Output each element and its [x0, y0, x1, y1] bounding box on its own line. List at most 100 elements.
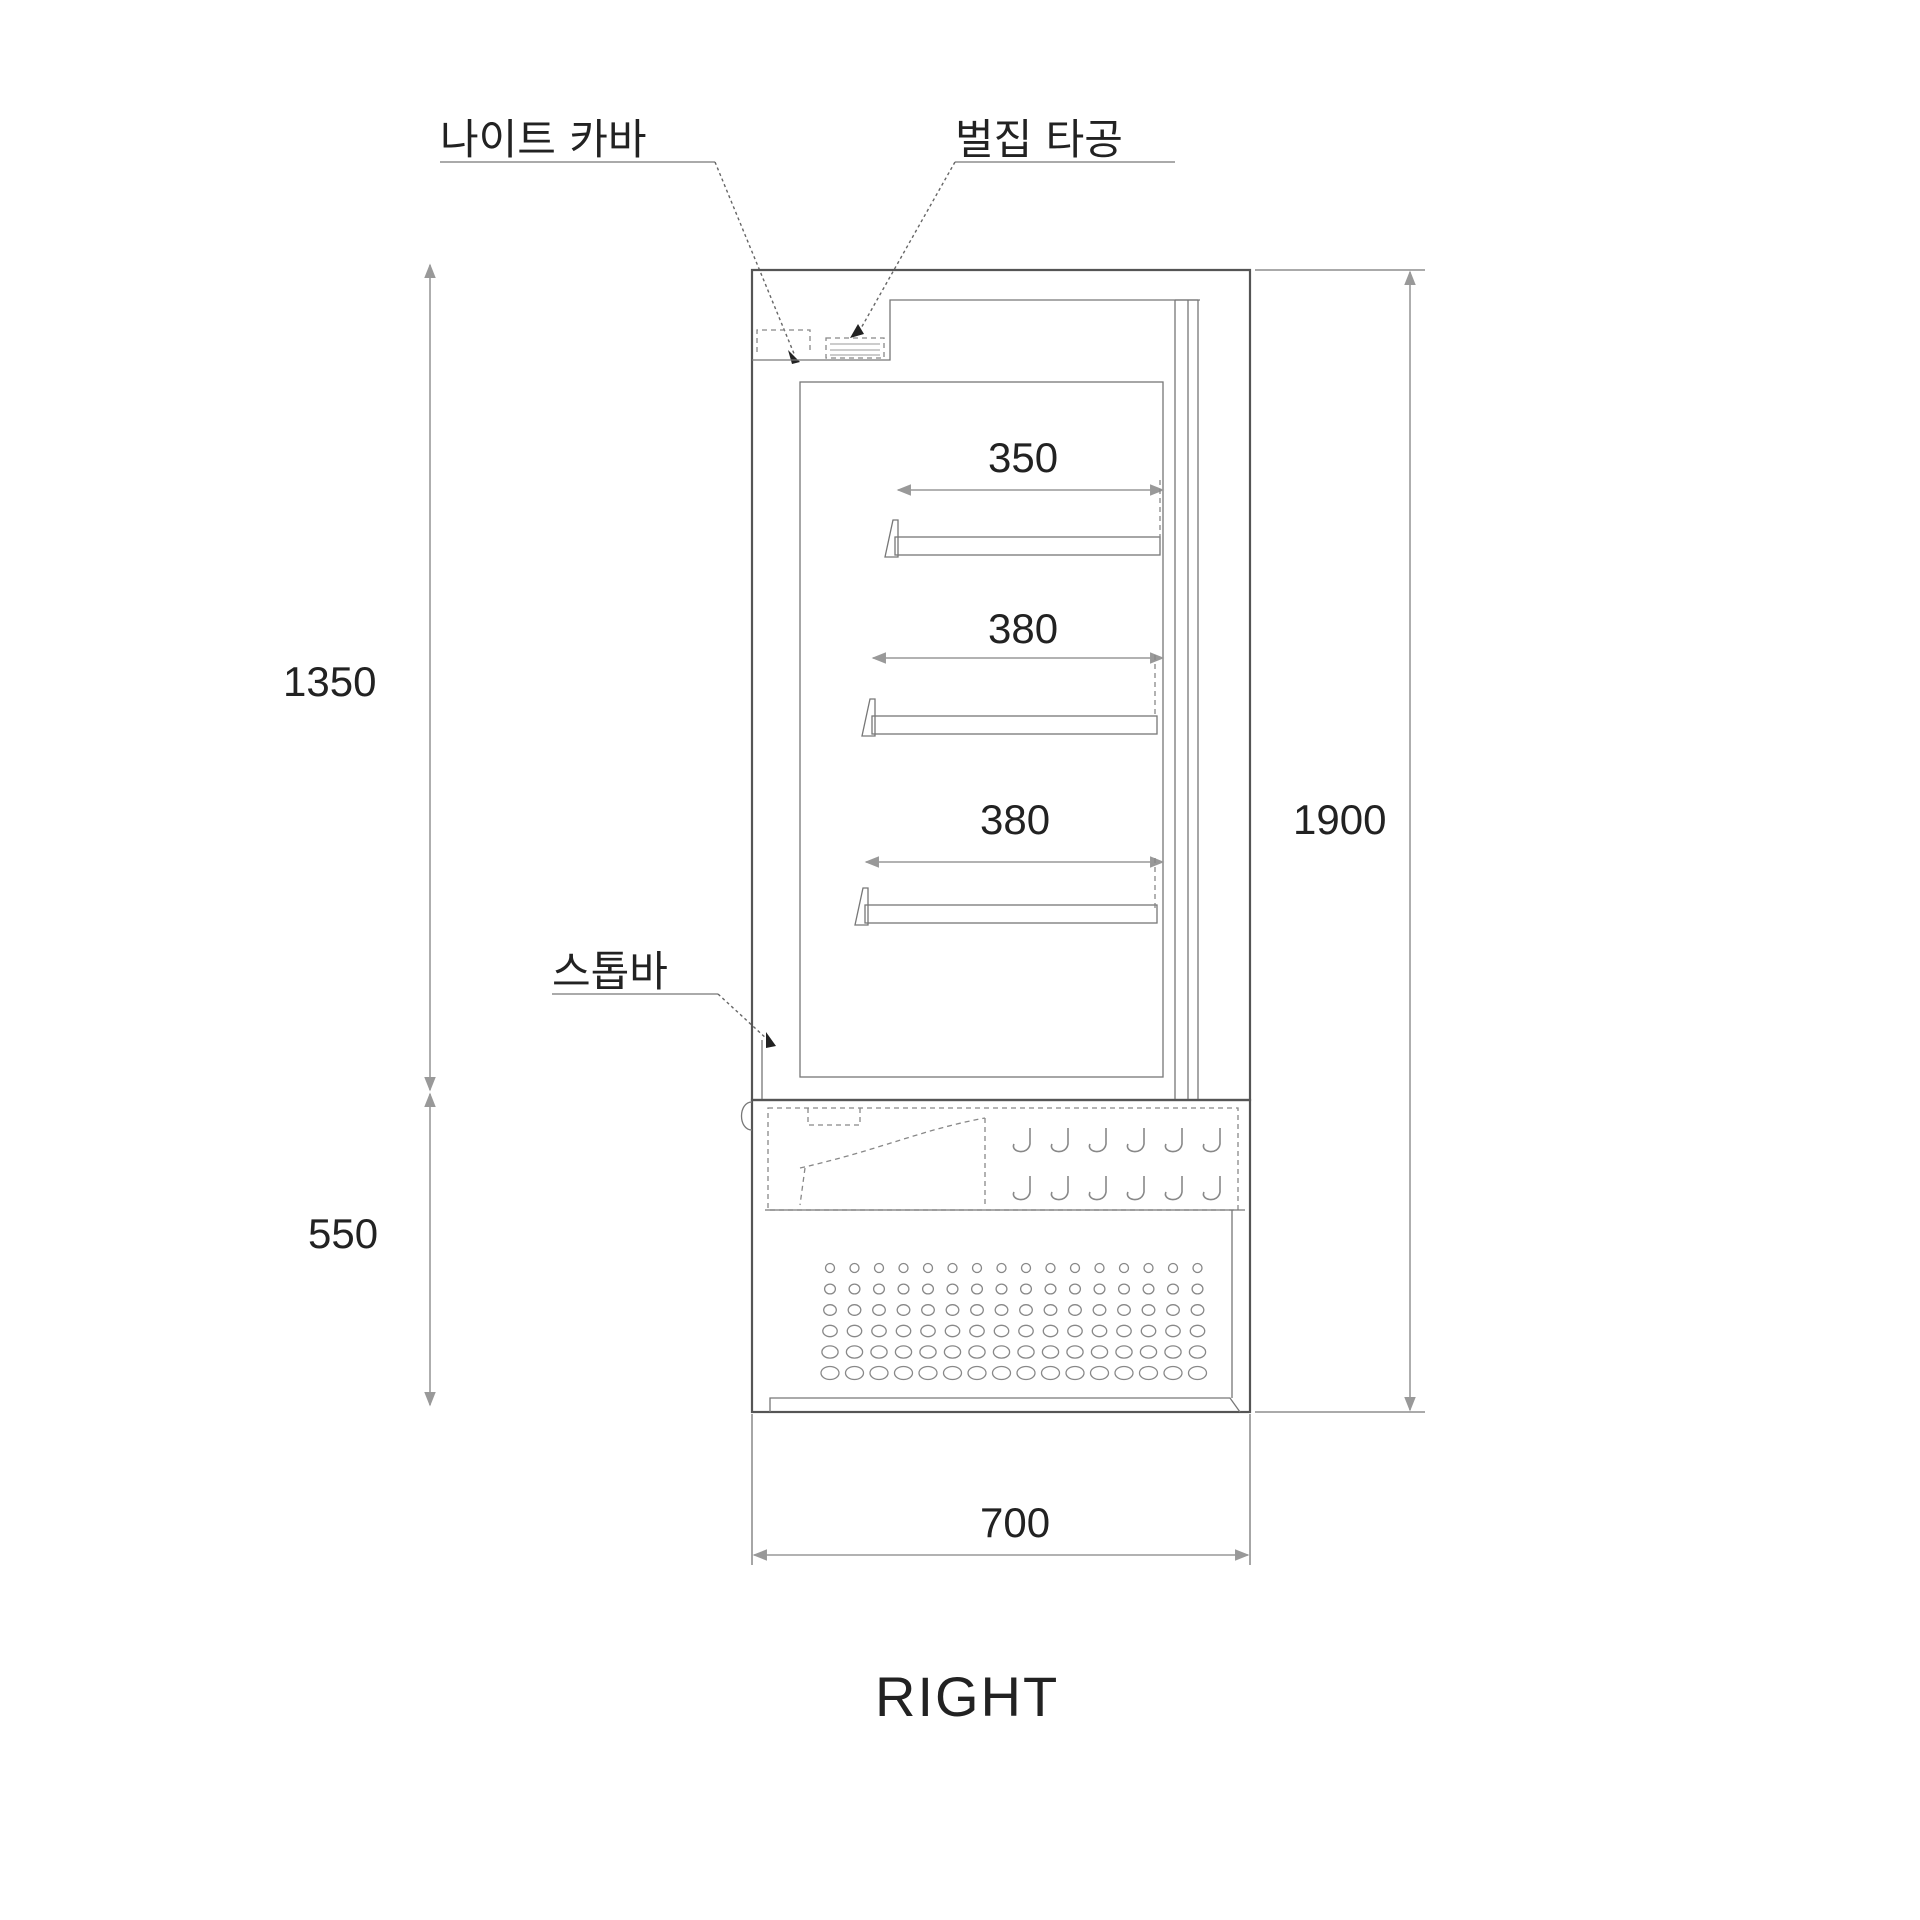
grille-hole: [1066, 1345, 1084, 1359]
front-rail-curl: [740, 1101, 753, 1131]
grille-hole: [1019, 1304, 1033, 1316]
hive-perforation-label: 벌집 타공: [955, 115, 1123, 164]
grille-hole: [1092, 1304, 1107, 1316]
grille-hole: [1018, 1324, 1034, 1338]
grille-hole: [921, 1283, 935, 1295]
grille-hole: [1116, 1324, 1132, 1338]
grille-hole: [968, 1345, 986, 1359]
coil-loop: [1012, 1128, 1031, 1153]
shelf-3-front-lip: [854, 887, 869, 926]
shelf-1-front-lip: [884, 519, 899, 558]
grille-hole: [1090, 1345, 1109, 1359]
grille-hole: [1117, 1283, 1131, 1295]
grille-hole: [1191, 1283, 1204, 1295]
night-cover-label: 나이트 카바: [440, 115, 647, 164]
grille-hole: [922, 1262, 934, 1274]
grille-hole: [821, 1345, 839, 1359]
total-height-text: 1900: [1293, 796, 1386, 843]
night-cover-leader: [714, 161, 796, 357]
shelf-1-board: [894, 536, 1161, 556]
grille-hole: [1017, 1345, 1035, 1359]
coil-loop: [1202, 1176, 1221, 1201]
grille-hole: [872, 1304, 886, 1316]
grille-hole: [1019, 1283, 1033, 1295]
grille-hole: [1065, 1365, 1085, 1381]
display-window: [799, 381, 1164, 1078]
grille-hole: [1141, 1304, 1156, 1316]
grille-hole: [1020, 1262, 1032, 1274]
grille-hole: [1042, 1324, 1059, 1338]
drain-channel: [807, 1108, 861, 1126]
cabinet-base: [740, 1098, 1252, 1414]
grille-hole: [947, 1262, 958, 1274]
grille-hole: [870, 1345, 888, 1359]
grille-hole: [920, 1324, 936, 1338]
width-text: 700: [980, 1499, 1050, 1546]
grille-hole: [848, 1283, 861, 1295]
shelf-2-board: [871, 715, 1158, 735]
grille-hole: [897, 1283, 910, 1295]
grille-hole: [896, 1304, 911, 1316]
shelf-3-board: [864, 904, 1158, 924]
grille-hole: [1143, 1262, 1154, 1274]
coil-loop: [1202, 1128, 1221, 1153]
grille-hole: [995, 1283, 1008, 1295]
grille-hole: [824, 1262, 836, 1274]
coil-loop: [1164, 1128, 1183, 1153]
grille-hole: [823, 1304, 837, 1316]
grille-hole: [1093, 1283, 1106, 1295]
grille-hole: [942, 1365, 963, 1381]
grille-hole: [846, 1324, 863, 1338]
shelf-2-depth-text: 380: [988, 605, 1058, 652]
upper-height-text: 1350: [283, 658, 376, 705]
hive-perforation-leader: [859, 161, 956, 331]
grille-hole: [1068, 1283, 1082, 1295]
grille-hole: [1045, 1262, 1056, 1274]
grille-hole: [1091, 1324, 1108, 1338]
grille-hole: [944, 1324, 961, 1338]
grille-hole: [991, 1365, 1012, 1381]
grille-hole: [1114, 1365, 1134, 1381]
shelf-3-depth-text: 380: [980, 796, 1050, 843]
grille-hole: [946, 1283, 959, 1295]
grille-hole: [898, 1262, 909, 1274]
grille-hole: [992, 1345, 1011, 1359]
grille-hole: [1117, 1304, 1131, 1316]
grille-hole: [871, 1324, 887, 1338]
coil-loop: [1088, 1128, 1107, 1153]
lower-height-text: 550: [308, 1210, 378, 1257]
grille-hole: [893, 1365, 914, 1381]
grille-hole: [823, 1283, 837, 1295]
stop-bar-leader: [717, 993, 769, 1041]
coil-loop: [1050, 1128, 1069, 1153]
grille-hole: [1164, 1345, 1182, 1359]
grille-hole: [1166, 1283, 1180, 1295]
grille-hole: [943, 1345, 962, 1359]
base-outline: [750, 1098, 1252, 1414]
grille-hole: [822, 1324, 838, 1338]
grille-hole: [1118, 1262, 1130, 1274]
grille-hole: [845, 1345, 864, 1359]
ventilation-grille: [820, 1262, 1208, 1381]
grille-hole: [1140, 1324, 1157, 1338]
grille-hole: [1068, 1304, 1082, 1316]
grille-hole: [1139, 1345, 1158, 1359]
grille-hole: [1166, 1304, 1180, 1316]
view-title: RIGHT: [875, 1665, 1059, 1728]
grille-hole: [1167, 1262, 1179, 1274]
shelf-1-depth-text: 350: [988, 434, 1058, 481]
hive-perforation-mesh: [830, 343, 880, 356]
grille-hole: [996, 1262, 1007, 1274]
grille-hole: [969, 1324, 985, 1338]
grille-hole: [970, 1304, 984, 1316]
grille-hole: [919, 1345, 937, 1359]
coil-loop: [1164, 1176, 1183, 1201]
shelf-3: 380: [854, 796, 1165, 926]
shelf-1: 350: [884, 434, 1165, 558]
grille-hole: [1089, 1365, 1110, 1381]
grille-hole: [1163, 1365, 1183, 1381]
grille-hole: [820, 1365, 840, 1381]
coil-loop: [1126, 1176, 1145, 1201]
shelf-2: 380: [861, 605, 1165, 737]
